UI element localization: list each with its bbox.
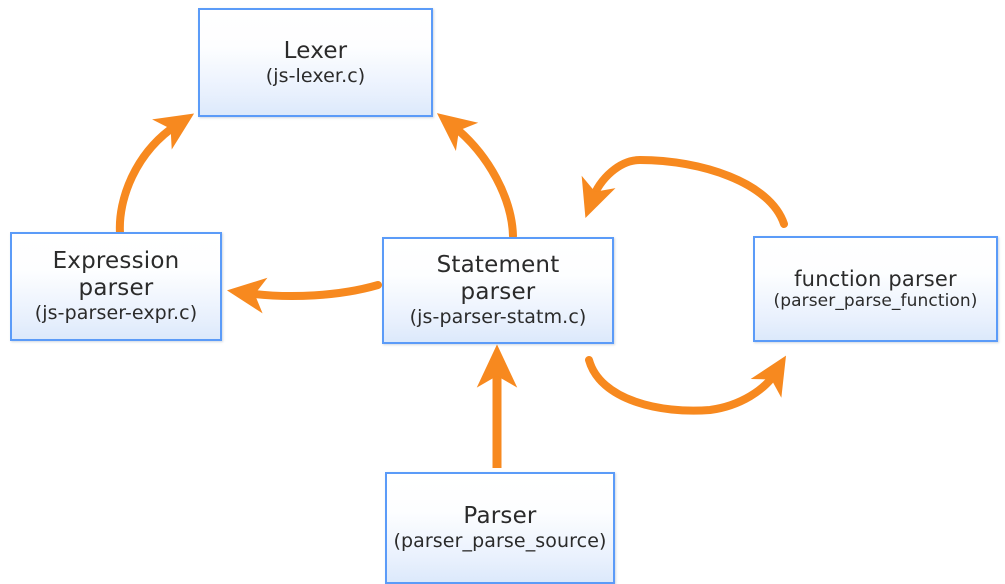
node-lexer-subtitle: (js-lexer.c) [265,64,366,87]
node-function-parser-subtitle: (parser_parse_function) [773,291,978,312]
edge-expression-to-lexer [115,113,195,237]
node-lexer-title: Lexer [283,37,348,64]
node-statement-parser-title: Statement [436,252,560,279]
node-expression-parser[interactable]: Expression parser (js-parser-expr.c) [10,232,222,341]
node-function-parser-title: function parser [794,266,957,291]
node-expression-parser-title: Expression [52,248,180,275]
edge-statement-to-lexer [436,113,517,240]
node-expression-parser-title-line2: parser [78,275,154,302]
edge-function-to-statement [581,155,788,228]
node-parser-subtitle: (parser_parse_source) [393,530,607,553]
edge-statement-to-expression [226,277,382,314]
node-statement-parser-title-line2: parser [460,279,536,306]
edge-statement-to-function [585,355,787,415]
node-statement-parser[interactable]: Statement parser (js-parser-statm.c) [382,237,614,344]
node-lexer[interactable]: Lexer (js-lexer.c) [198,8,433,117]
node-statement-parser-subtitle: (js-parser-statm.c) [409,306,587,329]
node-parser-title: Parser [463,503,537,530]
node-expression-parser-subtitle: (js-parser-expr.c) [34,302,198,325]
node-parser[interactable]: Parser (parser_parse_source) [385,472,615,584]
node-function-parser[interactable]: function parser (parser_parse_function) [753,236,998,342]
